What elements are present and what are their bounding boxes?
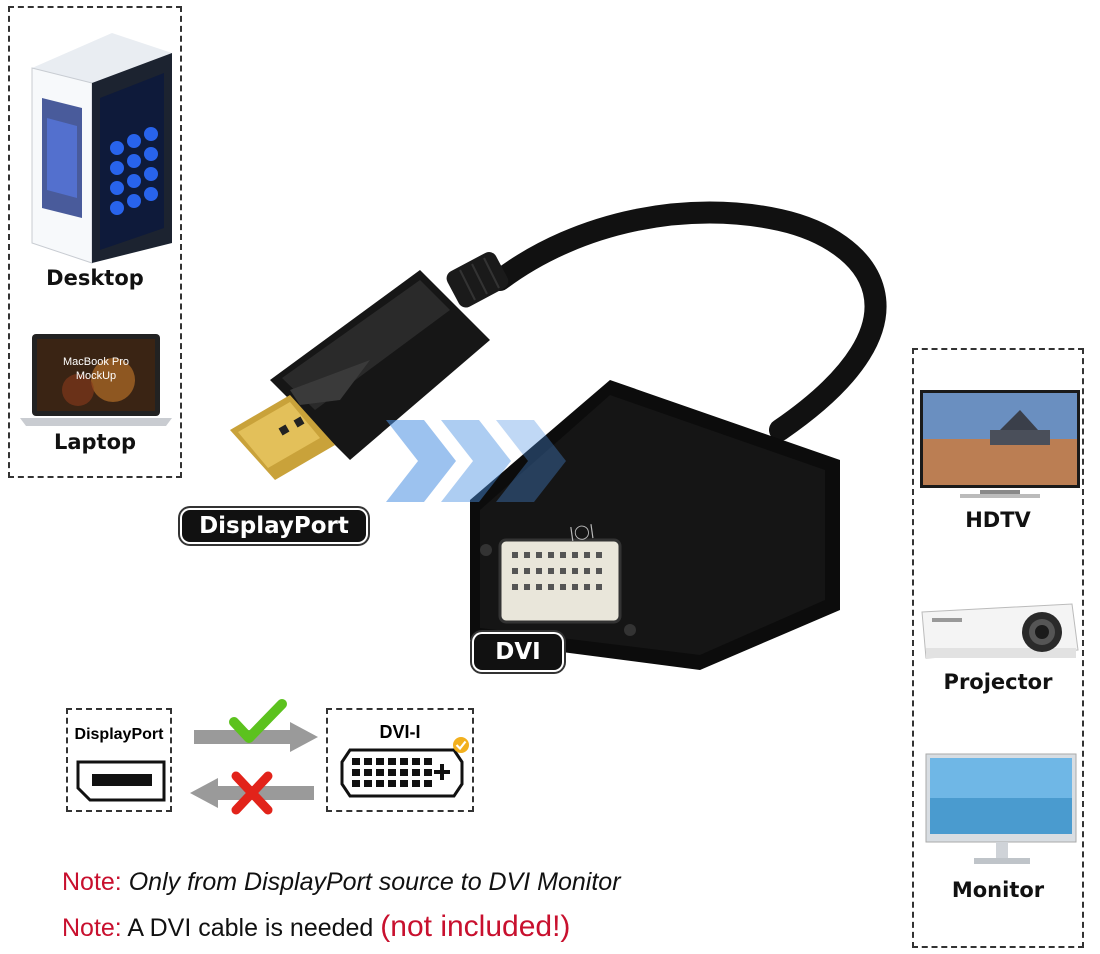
output-devices-panel: HDTV Projector Monitor <box>912 348 1084 948</box>
compat-source-label: DisplayPort <box>74 726 164 743</box>
note-cable: Note: A DVI cable is needed (not include… <box>62 910 570 944</box>
output-label-hdtv: HDTV <box>965 508 1031 532</box>
laptop-screen-title: MacBook Pro <box>63 356 129 368</box>
note-cable-emphasis: (not included!) <box>380 910 571 943</box>
note-direction: Note: Only from DisplayPort source to DV… <box>62 868 621 897</box>
note-direction-text: Only from DisplayPort source to DVI Moni… <box>128 868 621 896</box>
svg-text:|◯|: |◯| <box>568 523 595 542</box>
direction-arrows-icon <box>386 420 566 502</box>
hdtv-icon <box>920 390 1080 498</box>
source-label-desktop: Desktop <box>46 266 144 290</box>
note-cable-text: A DVI cable is needed <box>127 914 374 942</box>
note-direction-prefix: Note: <box>62 868 122 896</box>
compat-target-box: DVI-I <box>326 708 474 812</box>
note-cable-prefix: Note: <box>62 914 122 942</box>
monitor-icon <box>925 753 1077 864</box>
output-label-projector: Projector <box>943 670 1053 694</box>
dvi-connector-label: DVI <box>474 634 562 670</box>
forward-arrow-with-check-icon <box>194 699 318 752</box>
displayport-connector-label: DisplayPort <box>182 510 366 542</box>
compat-source-box: DisplayPort <box>66 708 172 812</box>
displayport-port-icon <box>76 760 166 802</box>
source-label-laptop: Laptop <box>53 430 137 454</box>
compat-target-label: DVI-I <box>379 722 421 742</box>
output-label-monitor: Monitor <box>951 878 1045 902</box>
laptop-icon: MacBook Pro MockUp <box>20 334 172 426</box>
gold-check-badge-icon <box>453 737 469 753</box>
projector-icon <box>921 603 1079 659</box>
reverse-arrow-with-cross-icon <box>190 771 314 815</box>
dvi-port-icon <box>340 748 464 798</box>
adapter-illustration: |◯| <box>230 201 887 670</box>
source-devices-panel: Desktop MacBook Pro MockUp Laptop <box>8 6 182 478</box>
desktop-tower-icon <box>31 33 172 264</box>
laptop-screen-subtitle: MockUp <box>76 370 116 382</box>
